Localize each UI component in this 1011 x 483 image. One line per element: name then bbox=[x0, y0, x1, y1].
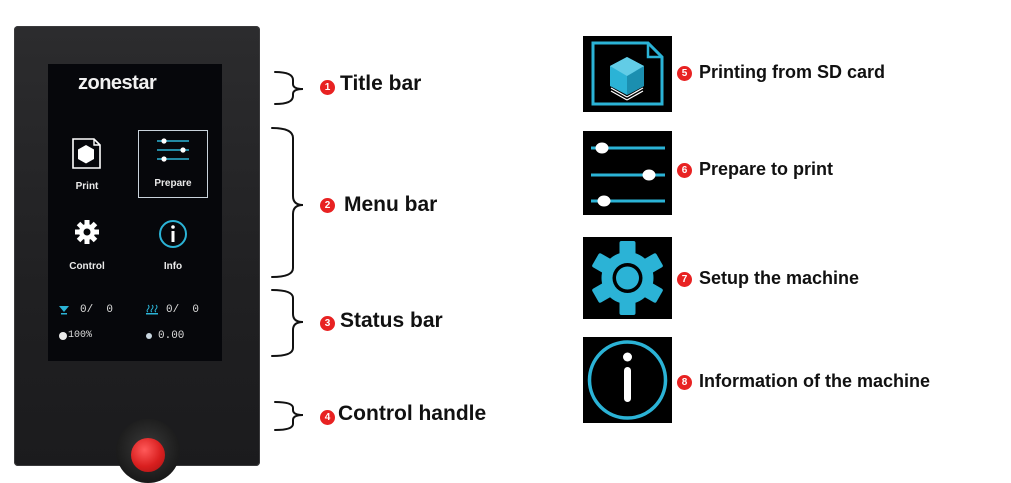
callout-number-1: 1 bbox=[320, 80, 335, 95]
menu-label-print: Print bbox=[75, 181, 99, 192]
menu-item-control[interactable]: Control bbox=[52, 212, 122, 280]
legend-number-6: 6 bbox=[677, 163, 692, 178]
nozzle-temp: 0/ 0 bbox=[80, 304, 114, 316]
callout-menu-bar: Menu bar bbox=[344, 193, 438, 216]
legend-icon-control bbox=[583, 237, 672, 319]
z-position: 0.00 bbox=[158, 330, 185, 342]
legend-text-prepare: Prepare to print bbox=[699, 159, 834, 179]
nozzle-icon bbox=[59, 306, 69, 315]
gear-icon bbox=[75, 220, 99, 244]
zonestar-logo: zonestar bbox=[78, 72, 157, 94]
menu-item-info[interactable]: Info bbox=[138, 212, 208, 280]
callout-number-4: 4 bbox=[320, 410, 335, 425]
sd-card-cube-icon bbox=[591, 41, 664, 106]
bed-temp: 0/ 0 bbox=[166, 304, 200, 316]
fan-icon bbox=[59, 332, 67, 340]
callout-status-bar: Status bar bbox=[340, 309, 443, 332]
menu-label-info: Info bbox=[163, 261, 183, 272]
callout-control-handle: Control handle bbox=[338, 402, 487, 425]
info-icon bbox=[587, 340, 668, 420]
sliders-icon bbox=[157, 138, 189, 162]
legend-number-8: 8 bbox=[677, 375, 692, 390]
menu-label-control: Control bbox=[69, 261, 105, 272]
legend-icon-info bbox=[583, 337, 672, 423]
legend-text-info: Information of the machine bbox=[699, 371, 931, 391]
callout-number-2: 2 bbox=[320, 198, 335, 213]
info-icon bbox=[159, 220, 187, 248]
fan-speed: 100% bbox=[68, 330, 93, 341]
gear-icon bbox=[592, 241, 663, 315]
sliders-icon bbox=[591, 142, 665, 207]
control-knob[interactable] bbox=[131, 438, 165, 472]
lcd-screen: zonestar Print Prepare bbox=[48, 64, 222, 361]
heated-bed-icon bbox=[146, 304, 158, 315]
menu-item-prepare[interactable]: Prepare bbox=[138, 130, 208, 198]
menu-label-prepare: Prepare bbox=[154, 178, 192, 189]
sd-card-cube-icon bbox=[72, 138, 101, 169]
z-axis-icon bbox=[146, 333, 152, 339]
legend-number-5: 5 bbox=[677, 66, 692, 81]
legend-text-control: Setup the machine bbox=[699, 268, 860, 288]
legend-text-print: Printing from SD card bbox=[699, 62, 886, 82]
legend-icon-print bbox=[583, 36, 672, 112]
callout-title-bar: Title bar bbox=[340, 72, 422, 95]
legend-icon-prepare bbox=[583, 131, 672, 215]
menu-item-print[interactable]: Print bbox=[52, 132, 122, 200]
callout-number-3: 3 bbox=[320, 316, 335, 331]
legend-number-7: 7 bbox=[677, 272, 692, 287]
